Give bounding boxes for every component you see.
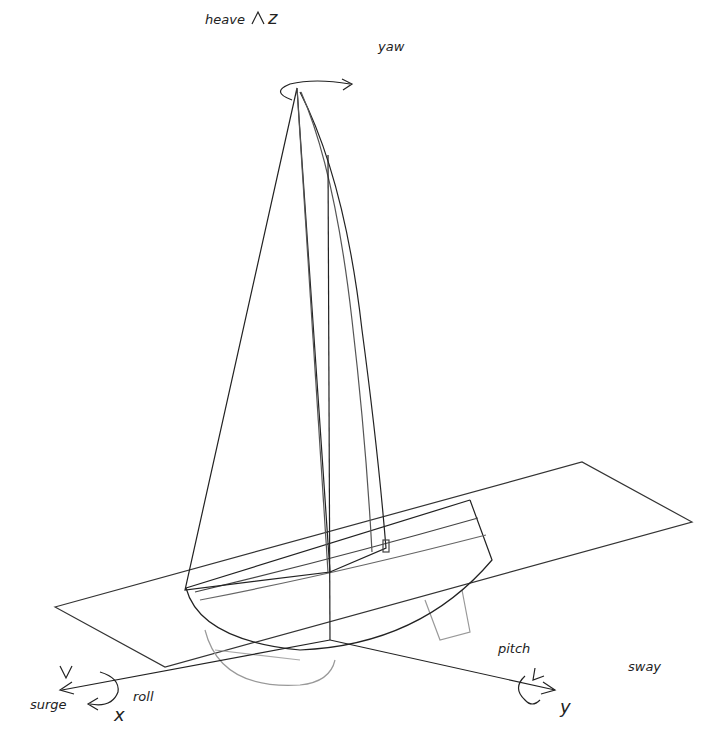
axis-name: heave bbox=[205, 13, 245, 26]
boom-end bbox=[383, 540, 389, 552]
yaw-arrow bbox=[280, 81, 350, 100]
gunwale bbox=[195, 518, 478, 592]
x-head bbox=[60, 682, 74, 694]
water-plane bbox=[55, 462, 692, 667]
hull bbox=[186, 500, 492, 650]
roll-head bbox=[88, 698, 98, 710]
rudder bbox=[425, 590, 470, 640]
axis-name: yaw bbox=[378, 40, 404, 53]
yaw-head bbox=[342, 79, 352, 90]
axis-name: pitch bbox=[498, 642, 530, 655]
z-arrow bbox=[252, 12, 264, 24]
jib-sail bbox=[185, 88, 330, 590]
y-head bbox=[541, 682, 555, 694]
axis-letter: x bbox=[114, 706, 125, 724]
y-axis bbox=[330, 640, 555, 690]
x-axis bbox=[62, 640, 330, 690]
axis-name: roll bbox=[133, 690, 154, 703]
axis-letter: y bbox=[560, 698, 571, 716]
sheer-line bbox=[200, 535, 486, 600]
axis-letter: z bbox=[268, 9, 277, 27]
keel bbox=[205, 630, 335, 685]
axis-name: sway bbox=[628, 660, 661, 673]
z-axis bbox=[328, 155, 330, 640]
surge-arrow bbox=[60, 666, 72, 678]
pitch-arrow bbox=[519, 676, 541, 704]
axis-name: surge bbox=[30, 698, 67, 711]
pitch-head bbox=[533, 668, 544, 680]
luff-line bbox=[297, 88, 328, 572]
